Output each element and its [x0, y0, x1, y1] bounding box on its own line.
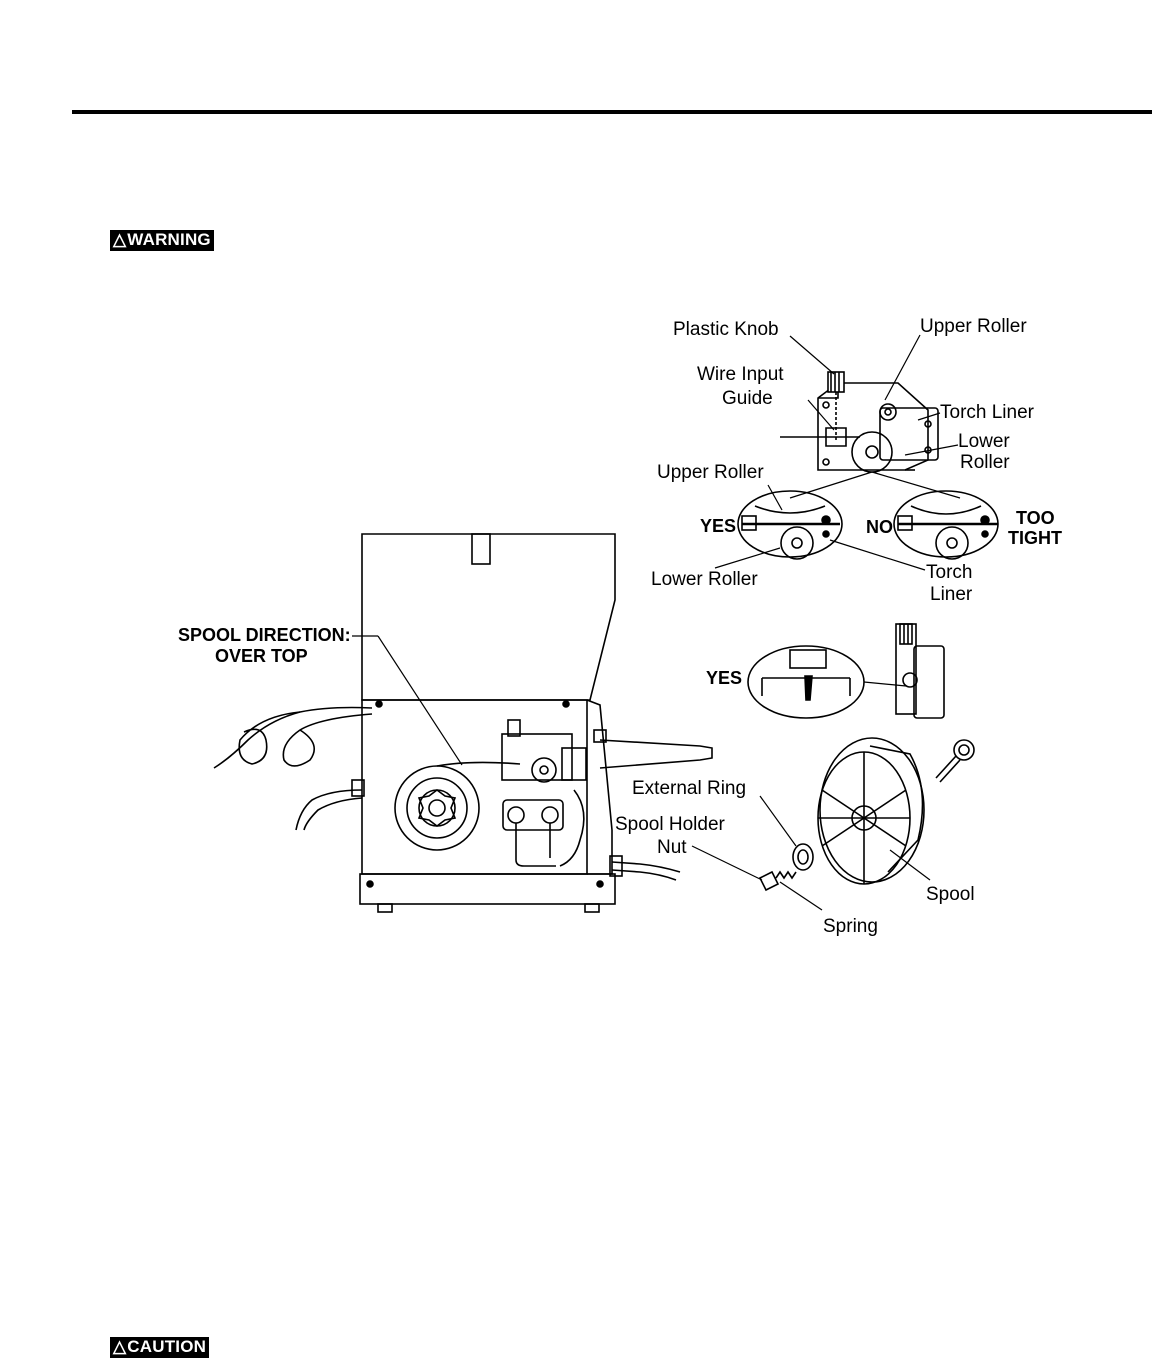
roller-detail-yes	[737, 490, 843, 560]
label-wire-input-guide-line2: Guide	[722, 388, 773, 409]
drive-mechanism-drawing	[780, 371, 939, 473]
label-yes-1: YES	[700, 516, 736, 536]
label-torch-liner: Torch Liner	[940, 402, 1035, 423]
label-torch-liner-detail-line2: Liner	[930, 584, 973, 605]
warning-badge: △WARNING	[110, 230, 214, 251]
label-spool-direction-line2: OVER TOP	[215, 646, 308, 666]
label-spring: Spring	[823, 916, 878, 937]
leader-lines-spool	[691, 795, 931, 911]
welder-body-drawing	[213, 533, 713, 913]
label-yes-2: YES	[706, 668, 742, 688]
label-plastic-knob: Plastic Knob	[673, 319, 779, 340]
caution-badge: △CAUTION	[110, 1337, 210, 1358]
caution-triangle-icon: △	[113, 1337, 127, 1356]
label-wire-input-guide-line1: Wire Input	[697, 364, 784, 385]
leader-lines-body	[352, 635, 463, 766]
roller-detail-no	[893, 490, 999, 560]
label-too-tight-line2: TIGHT	[1008, 528, 1062, 548]
header-rule	[72, 110, 1152, 114]
label-spool: Spool	[926, 884, 975, 905]
label-upper-roller: Upper Roller	[920, 316, 1027, 337]
label-lower-roller-line1: Lower	[958, 431, 1010, 452]
label-spool-holder-nut-line2: Nut	[657, 837, 687, 858]
leader-lines-detail	[714, 484, 926, 571]
label-external-ring: External Ring	[632, 778, 746, 799]
label-lower-roller-line2: Roller	[960, 452, 1010, 473]
label-no: NO	[866, 517, 893, 537]
label-spool-direction-line1: SPOOL DIRECTION:	[178, 625, 351, 645]
label-spool-holder-nut-line1: Spool Holder	[615, 814, 726, 835]
spool-exploded-drawing	[758, 737, 975, 892]
wire-guide-detail-yes	[747, 623, 945, 719]
leader-lines-top	[789, 334, 961, 499]
label-too-tight-line1: TOO	[1016, 508, 1055, 528]
label-torch-liner-detail-line1: Torch	[926, 562, 972, 583]
label-lower-roller-detail: Lower Roller	[651, 569, 758, 590]
label-upper-roller-detail: Upper Roller	[657, 462, 764, 483]
warning-label: WARNING	[127, 230, 211, 249]
caution-label: CAUTION	[127, 1337, 207, 1356]
warning-triangle-icon: △	[113, 230, 127, 249]
